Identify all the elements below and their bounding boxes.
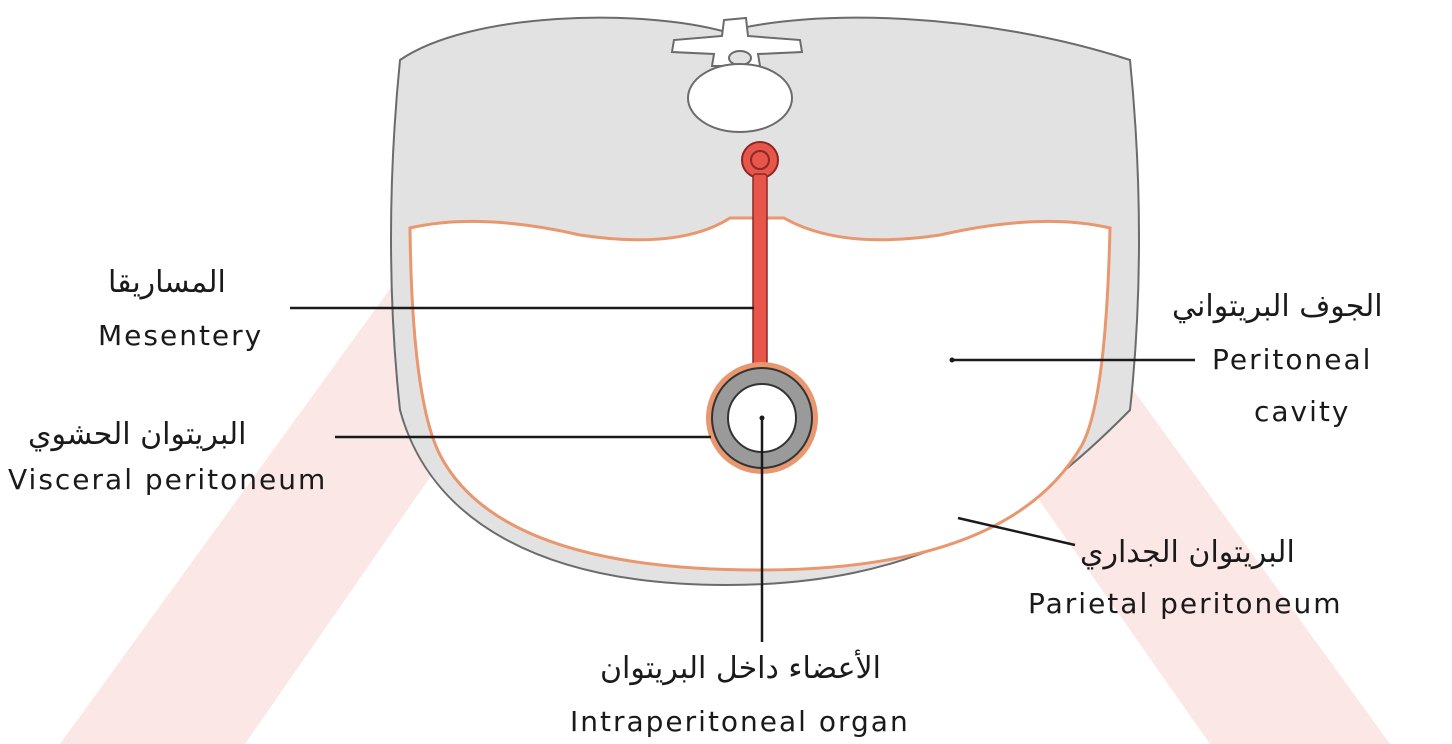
organ-label-ar: الأعضاء داخل البريتوان [600,654,881,684]
mesentery-label-en: Mesentery [98,322,263,350]
visceral-label-en: Visceral peritoneum [8,466,327,494]
organ-label-en: Intraperitoneal organ [570,708,910,736]
parietal-label-ar: البريتوان الجداري [1080,538,1295,568]
cavity-label-ar: الجوف البريتواني [1172,292,1383,322]
cavity-label-en-1: Peritoneal [1212,346,1372,374]
cavity-dot [950,358,955,363]
organ-dot [760,416,765,421]
cavity-label-en-2: cavity [1254,398,1350,426]
mesentery-label-ar: المساريقا [108,268,226,298]
visceral-label-ar: البريتوان الحشوي [28,420,246,450]
parietal-label-en: Parietal peritoneum [1028,590,1343,618]
